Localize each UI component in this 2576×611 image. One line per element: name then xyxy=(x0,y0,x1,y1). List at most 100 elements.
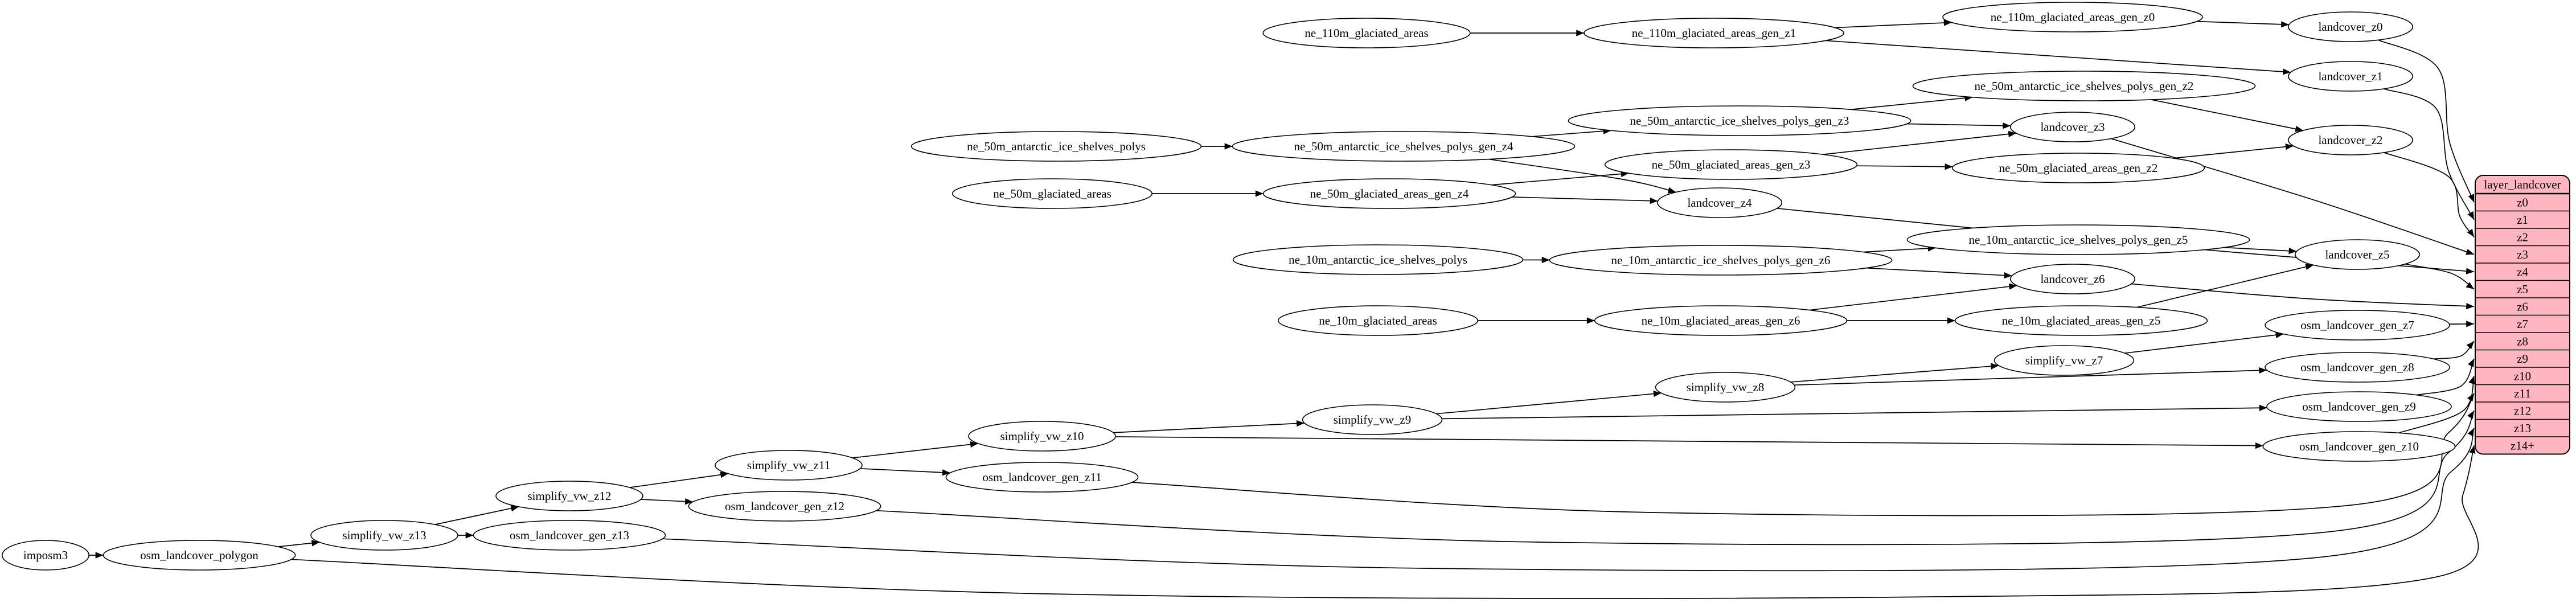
node-ne_50m_antarctic_ice_shelves_polys_gen_z4: ne_50m_antarctic_ice_shelves_polys_gen_z… xyxy=(1232,131,1576,162)
edge-simplify_vw_z12-to-simplify_vw_z11 xyxy=(629,471,729,488)
edge-ne_50m_antarctic_ice_shelves_polys_gen_z3-to-ne_50m_antarctic_ice_shelves_polys_gen_z2 xyxy=(1851,95,1973,110)
node-label: osm_landcover_gen_z8 xyxy=(2300,360,2414,374)
edge-ne_10m_antarctic_ice_shelves_polys_gen_z6-to-landcover_z6 xyxy=(1866,267,2012,279)
node-ellipse xyxy=(968,421,1116,452)
node-ne_50m_antarctic_ice_shelves_polys_gen_z3: ne_50m_antarctic_ice_shelves_polys_gen_z… xyxy=(1568,105,1912,136)
node-ellipse xyxy=(1549,245,1893,276)
edge-ne_50m_antarctic_ice_shelves_polys_gen_z4-to-landcover_z4 xyxy=(1488,158,1676,194)
node-ellipse xyxy=(102,540,296,571)
edge-simplify_vw_z12-to-osm_landcover_gen_z12 xyxy=(641,498,693,505)
edge-landcover_z0-to-layer_landcover-z0 xyxy=(2378,39,2475,203)
node-label: ne_10m_antarctic_ice_shelves_polys_gen_z… xyxy=(1611,253,1831,267)
table-row-z12: z12 xyxy=(2514,404,2531,417)
edge-ne_50m_glaciated_areas_gen_z2-to-landcover_z2 xyxy=(2173,143,2294,159)
node-ellipse xyxy=(1232,131,1576,162)
node-label: ne_50m_antarctic_ice_shelves_polys_gen_z… xyxy=(1294,140,1513,153)
node-osm_landcover_gen_z11: osm_landcover_gen_z11 xyxy=(945,462,1139,493)
node-label: osm_landcover_polygon xyxy=(140,548,259,562)
node-simplify_vw_z7: simplify_vw_z7 xyxy=(1993,345,2135,376)
edge-landcover_z5-to-layer_landcover-z5 xyxy=(2405,263,2475,290)
node-ellipse xyxy=(2288,61,2414,92)
node-label: simplify_vw_z8 xyxy=(1687,380,1765,394)
edge-simplify_vw_z10-to-simplify_vw_z9 xyxy=(1113,420,1305,433)
edge-simplify_vw_z13-to-simplify_vw_z12 xyxy=(434,505,519,525)
node-ne_110m_glaciated_areas: ne_110m_glaciated_areas xyxy=(1262,18,1471,48)
node-label: landcover_z2 xyxy=(2318,133,2382,147)
node-ellipse xyxy=(1584,18,1844,48)
node-ellipse xyxy=(1594,305,1848,336)
node-ellipse xyxy=(2295,239,2421,270)
node-ellipse xyxy=(310,520,458,551)
node-osm_landcover_polygon: osm_landcover_polygon xyxy=(102,540,296,571)
node-ellipse xyxy=(1657,187,1783,218)
node-ne_10m_glaciated_areas: ne_10m_glaciated_areas xyxy=(1278,305,1479,336)
node-ellipse xyxy=(1912,71,2256,101)
edge-ne_50m_glaciated_areas_gen_z3-to-landcover_z3 xyxy=(1823,130,2016,155)
edge-osm_landcover_gen_z12-to-layer_landcover-z12 xyxy=(876,410,2475,546)
node-label: ne_50m_antarctic_ice_shelves_polys_gen_z… xyxy=(1975,79,2194,93)
node-landcover_z1: landcover_z1 xyxy=(2288,61,2414,92)
node-osm_landcover_gen_z8: osm_landcover_gen_z8 xyxy=(2265,352,2450,383)
node-ellipse xyxy=(1951,153,2205,183)
node-ellipse xyxy=(945,462,1139,493)
node-label: simplify_vw_z12 xyxy=(528,489,612,503)
node-label: osm_landcover_gen_z7 xyxy=(2300,318,2414,332)
node-ne_10m_antarctic_ice_shelves_polys_gen_z5: ne_10m_antarctic_ice_shelves_polys_gen_z… xyxy=(1906,224,2250,255)
node-label: ne_50m_glaciated_areas xyxy=(993,187,1111,200)
node-landcover_z2: landcover_z2 xyxy=(2288,125,2414,155)
edge-simplify_vw_z11-to-simplify_vw_z10 xyxy=(852,441,978,458)
node-ne_50m_glaciated_areas_gen_z4: ne_50m_glaciated_areas_gen_z4 xyxy=(1262,178,1516,209)
node-ellipse xyxy=(2010,264,2136,294)
node-label: ne_110m_glaciated_areas xyxy=(1305,26,1428,40)
node-label: simplify_vw_z11 xyxy=(747,458,830,472)
node-landcover_z6: landcover_z6 xyxy=(2010,264,2136,294)
node-label: ne_10m_antarctic_ice_shelves_polys_gen_z… xyxy=(1969,233,2188,247)
node-label: ne_50m_glaciated_areas_gen_z4 xyxy=(1310,187,1469,200)
node-label: landcover_z3 xyxy=(2040,120,2105,134)
edge-simplify_vw_z9-to-osm_landcover_gen_z9 xyxy=(1442,404,2267,420)
edge-ne_110m_glaciated_areas_gen_z1-to-ne_110m_glaciated_areas_gen_z0 xyxy=(1835,19,1952,28)
node-label: landcover_z6 xyxy=(2040,272,2105,286)
edge-simplify_vw_z8-to-simplify_vw_z7 xyxy=(1790,363,1999,383)
node-simplify_vw_z8: simplify_vw_z8 xyxy=(1655,372,1796,403)
edge-ne_110m_glaciated_areas_gen_z1-to-landcover_z1 xyxy=(1825,40,2291,75)
node-ne_10m_glaciated_areas_gen_z5: ne_10m_glaciated_areas_gen_z5 xyxy=(1954,305,2208,336)
node-ellipse xyxy=(688,491,881,522)
node-ne_110m_glaciated_areas_gen_z0: ne_110m_glaciated_areas_gen_z0 xyxy=(1942,2,2203,32)
node-ne_10m_antarctic_ice_shelves_polys: ne_10m_antarctic_ice_shelves_polys xyxy=(1232,244,1524,275)
table-row-z0: z0 xyxy=(2517,195,2528,209)
node-ellipse xyxy=(1604,149,1858,180)
node-osm_landcover_gen_z13: osm_landcover_gen_z13 xyxy=(473,520,666,551)
node-simplify_vw_z12: simplify_vw_z12 xyxy=(495,481,643,511)
node-ne_50m_antarctic_ice_shelves_polys: ne_50m_antarctic_ice_shelves_polys xyxy=(910,131,1202,162)
edge-simplify_vw_z8-to-osm_landcover_gen_z8 xyxy=(1794,367,2267,386)
node-label: simplify_vw_z7 xyxy=(2025,354,2103,367)
edge-osm_landcover_gen_z9-to-layer_landcover-z9 xyxy=(2416,358,2475,396)
node-label: ne_110m_glaciated_areas_gen_z1 xyxy=(1632,26,1796,40)
edge-landcover_z6-to-layer_landcover-z6 xyxy=(2131,283,2475,310)
node-simplify_vw_z11: simplify_vw_z11 xyxy=(715,450,863,481)
edge-osm_landcover_polygon-to-layer_landcover-z14+ xyxy=(291,445,2479,599)
edge-ne_10m_antarctic_ice_shelves_polys_gen_z6-to-ne_10m_antarctic_ice_shelves_polys_gen_z5 xyxy=(1863,245,1936,253)
node-label: ne_10m_glaciated_areas_gen_z5 xyxy=(2002,314,2161,327)
edge-osm_landcover_polygon-to-simplify_vw_z13 xyxy=(278,540,320,547)
edge-ne_50m_glaciated_areas_gen_z4-to-landcover_z4 xyxy=(1512,196,1658,204)
node-osm_landcover_gen_z7: osm_landcover_gen_z7 xyxy=(2265,310,2450,341)
node-ellipse xyxy=(1232,244,1524,275)
edge-osm_landcover_gen_z10-to-layer_landcover-z10 xyxy=(2398,375,2475,434)
node-ellipse xyxy=(1906,224,2250,255)
node-landcover_z4: landcover_z4 xyxy=(1657,187,1783,218)
node-label: landcover_z5 xyxy=(2325,248,2389,261)
node-label: imposm3 xyxy=(23,548,68,562)
edge-ne_10m_glaciated_areas_gen_z6-to-landcover_z6 xyxy=(1810,283,2017,311)
table-row-z1: z1 xyxy=(2517,213,2528,227)
node-ellipse xyxy=(2262,431,2456,462)
node-ellipse xyxy=(2266,391,2452,422)
node-simplify_vw_z13: simplify_vw_z13 xyxy=(310,520,458,551)
table-row-z11: z11 xyxy=(2514,387,2531,400)
edge-osm_landcover_gen_z8-to-layer_landcover-z8 xyxy=(2433,341,2475,360)
node-label: landcover_z1 xyxy=(2318,69,2382,83)
node-label: osm_landcover_gen_z12 xyxy=(725,499,844,513)
table-row-z5: z5 xyxy=(2517,282,2528,296)
